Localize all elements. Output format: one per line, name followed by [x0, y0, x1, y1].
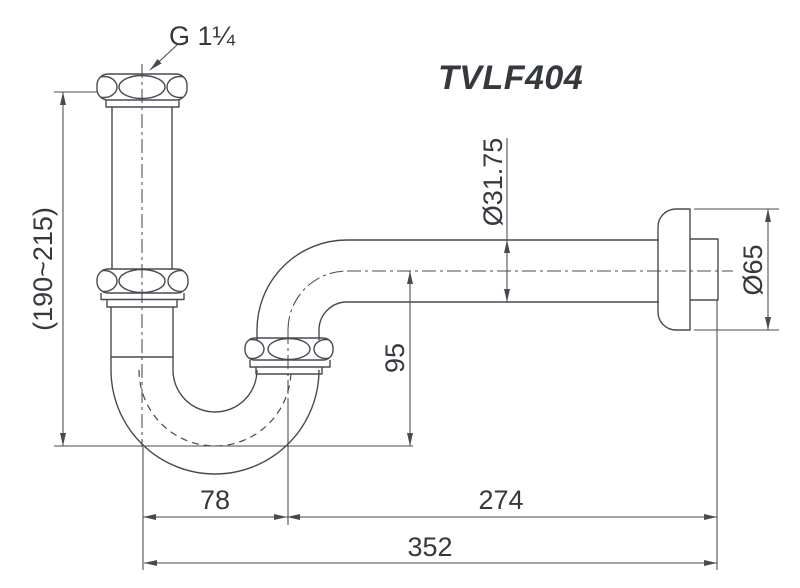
part-number-title: TVLF404 — [438, 59, 583, 97]
height-range-label: (190~215) — [28, 207, 58, 331]
dimension-lines — [54, 44, 779, 570]
u-bend — [110, 307, 320, 475]
trap-depth-label: 95 — [380, 343, 410, 373]
outlet-slip-nut — [244, 337, 334, 375]
centerlines — [141, 64, 733, 447]
hidden-bore-line — [138, 369, 292, 447]
horizontal-run-label: 274 — [478, 485, 523, 515]
flange-diameter-label: Ø65 — [738, 244, 768, 295]
tube-diameter-label: Ø31.75 — [478, 138, 508, 227]
inlet-tube — [111, 107, 173, 269]
bend-offset-label: 78 — [200, 485, 230, 515]
thread-leader-line — [149, 44, 178, 71]
siphon-body-outline — [96, 64, 733, 475]
wall-flange — [657, 208, 719, 331]
outlet-tube — [256, 239, 659, 331]
overall-length-label: 352 — [407, 532, 452, 562]
thread-size-label: G 1¼ — [169, 21, 236, 51]
